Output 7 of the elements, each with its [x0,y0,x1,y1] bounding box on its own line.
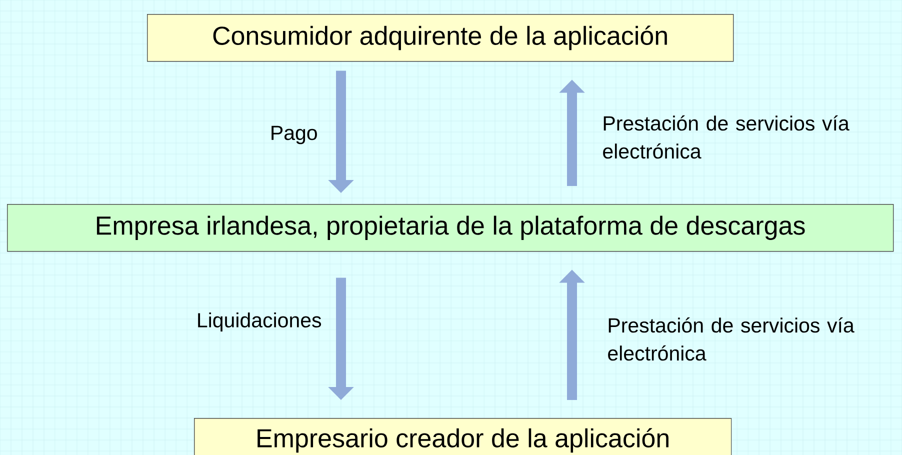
entity-box: Empresa irlandesa, propietaria de la plataforma de descargas [7,204,894,252]
entity-box: Consumidor adquirente de la aplicación [147,14,734,62]
edge-label: Prestación de servicios vía electrónica [603,115,850,159]
edge-label: Liquidaciones [198,312,322,332]
edge-label: Prestación de servicios vía electrónica [608,317,854,361]
entity-box: Empresario creador de la aplicación [194,418,732,455]
edge-label: Pago [272,126,317,144]
